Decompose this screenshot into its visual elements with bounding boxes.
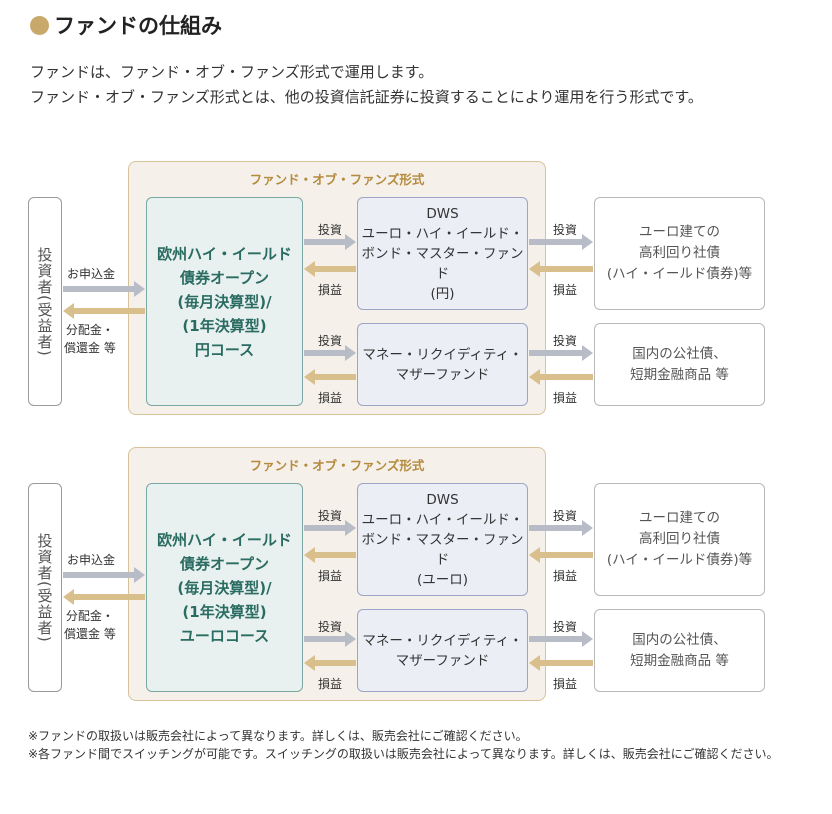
return-label: 損益: [318, 677, 343, 691]
invest-label: 投資: [318, 223, 343, 237]
intro-text: ファンドは、ファンド・オブ・ファンズ形式で運用します。 ファンド・オブ・ファンズ…: [30, 60, 790, 110]
return-arrow: [529, 369, 593, 385]
return-label: 損益: [553, 677, 578, 691]
invest-arrow: [304, 631, 356, 647]
main-fund-box: 欧州ハイ・イールド 債券オープン (毎月決算型)/ (1年決算型) 円コース: [146, 197, 303, 406]
return-label: 損益: [318, 283, 343, 297]
return-arrow: [304, 369, 356, 385]
sub-fund-box-master: DWS ユーロ・ハイ・イールド・ ボンド・マスター・ファンド (円): [357, 197, 528, 310]
return-arrow: [304, 655, 356, 671]
subscription-label: お申込金: [67, 553, 116, 567]
investor-label: 投資者(受益者): [35, 246, 54, 357]
intro-line-1: ファンドは、ファンド・オブ・ファンズ形式で運用します。: [30, 63, 434, 81]
target-name: ユーロ建ての 高利回り社債 (ハイ・イールド債券)等: [606, 510, 753, 568]
invest-label: 投資: [553, 223, 578, 237]
return-arrow: [529, 655, 593, 671]
target-name: ユーロ建ての 高利回り社債 (ハイ・イールド債券)等: [606, 224, 753, 282]
main-fund-name: 欧州ハイ・イールド 債券オープン (毎月決算型)/ (1年決算型) ユーロコース: [157, 530, 292, 645]
fund-of-funds-label: ファンド・オブ・ファンズ形式: [249, 172, 425, 187]
fund-of-funds-label: ファンド・オブ・ファンズ形式: [249, 458, 425, 473]
main-fund-box: 欧州ハイ・イールド 債券オープン (毎月決算型)/ (1年決算型) ユーロコース: [146, 483, 303, 692]
sub-fund-name: DWS ユーロ・ハイ・イールド・ ボンド・マスター・ファンド (円): [361, 205, 524, 302]
return-label: 損益: [553, 391, 578, 405]
distribution-arrow: [63, 589, 145, 605]
invest-label: 投資: [318, 509, 343, 523]
return-arrow: [304, 261, 356, 277]
return-label: 損益: [318, 391, 343, 405]
return-label: 損益: [553, 283, 578, 297]
invest-label: 投資: [553, 620, 578, 634]
sub-fund-name: DWS ユーロ・ハイ・イールド・ ボンド・マスター・ファンド (ユーロ): [361, 491, 524, 588]
invest-arrow: [529, 234, 593, 250]
invest-arrow: [529, 631, 593, 647]
sub-fund-name: マネー・リクイディティ・ マザーファンド: [362, 632, 523, 669]
return-arrow: [529, 547, 593, 563]
fund-structure-diagram-yen: ファンド・オブ・ファンズ形式 投資者(受益者) お申込金 分配金・ 償還金 等 …: [0, 161, 832, 415]
invest-label: 投資: [318, 334, 343, 348]
invest-arrow: [529, 345, 593, 361]
target-box-domestic: 国内の公社債、 短期金融商品 等: [594, 323, 765, 406]
flow-arrows: [63, 234, 593, 385]
fund-structure-diagram-euro: ファンド・オブ・ファンズ形式 投資者(受益者) お申込金 分配金・ 償還金 等 …: [0, 447, 832, 701]
investor-label: 投資者(受益者): [35, 532, 54, 643]
invest-arrow: [304, 345, 356, 361]
investor-box: 投資者(受益者): [28, 483, 62, 692]
footnote: ※各ファンド間でスイッチングが可能です。スイッチングの取扱いは販売会社によって異…: [28, 747, 779, 761]
invest-arrow: [304, 234, 356, 250]
footnotes: ※ファンドの取扱いは販売会社によって異なります。詳しくは、販売会社にご確認くださ…: [28, 727, 808, 763]
target-box-high-yield: ユーロ建ての 高利回り社債 (ハイ・イールド債券)等: [594, 197, 765, 310]
subscription-label: お申込金: [67, 267, 116, 281]
return-label: 損益: [318, 569, 343, 583]
bullet-icon: [30, 15, 49, 35]
page-title: ファンドの仕組み: [54, 14, 222, 38]
flow-arrows: [63, 520, 593, 671]
invest-arrow: [304, 520, 356, 536]
distribution-label: 分配金・ 償還金 等: [64, 609, 116, 641]
sub-fund-box-money: マネー・リクイディティ・ マザーファンド: [357, 323, 528, 406]
target-box-high-yield: ユーロ建ての 高利回り社債 (ハイ・イールド債券)等: [594, 483, 765, 596]
target-name: 国内の公社債、 短期金融商品 等: [630, 345, 729, 383]
sub-fund-name: マネー・リクイディティ・ マザーファンド: [362, 346, 523, 383]
sub-fund-box-master: DWS ユーロ・ハイ・イールド・ ボンド・マスター・ファンド (ユーロ): [357, 483, 528, 596]
return-arrow: [529, 261, 593, 277]
invest-label: 投資: [318, 620, 343, 634]
target-box-domestic: 国内の公社債、 短期金融商品 等: [594, 609, 765, 692]
return-label: 損益: [553, 569, 578, 583]
sub-fund-box-money: マネー・リクイディティ・ マザーファンド: [357, 609, 528, 692]
main-fund-name: 欧州ハイ・イールド 債券オープン (毎月決算型)/ (1年決算型) 円コース: [157, 244, 292, 359]
section-header: ファンドの仕組み: [30, 8, 222, 42]
intro-line-2: ファンド・オブ・ファンズ形式とは、他の投資信託証券に投資することにより運用を行う…: [30, 88, 703, 106]
distribution-arrow: [63, 303, 145, 319]
distribution-label: 分配金・ 償還金 等: [64, 323, 116, 355]
target-name: 国内の公社債、 短期金融商品 等: [630, 631, 729, 669]
invest-arrow: [529, 520, 593, 536]
footnote: ※ファンドの取扱いは販売会社によって異なります。詳しくは、販売会社にご確認くださ…: [28, 729, 528, 743]
subscription-arrow: [63, 567, 145, 583]
return-arrow: [304, 547, 356, 563]
investor-box: 投資者(受益者): [28, 197, 62, 406]
invest-label: 投資: [553, 334, 578, 348]
invest-label: 投資: [553, 509, 578, 523]
subscription-arrow: [63, 281, 145, 297]
